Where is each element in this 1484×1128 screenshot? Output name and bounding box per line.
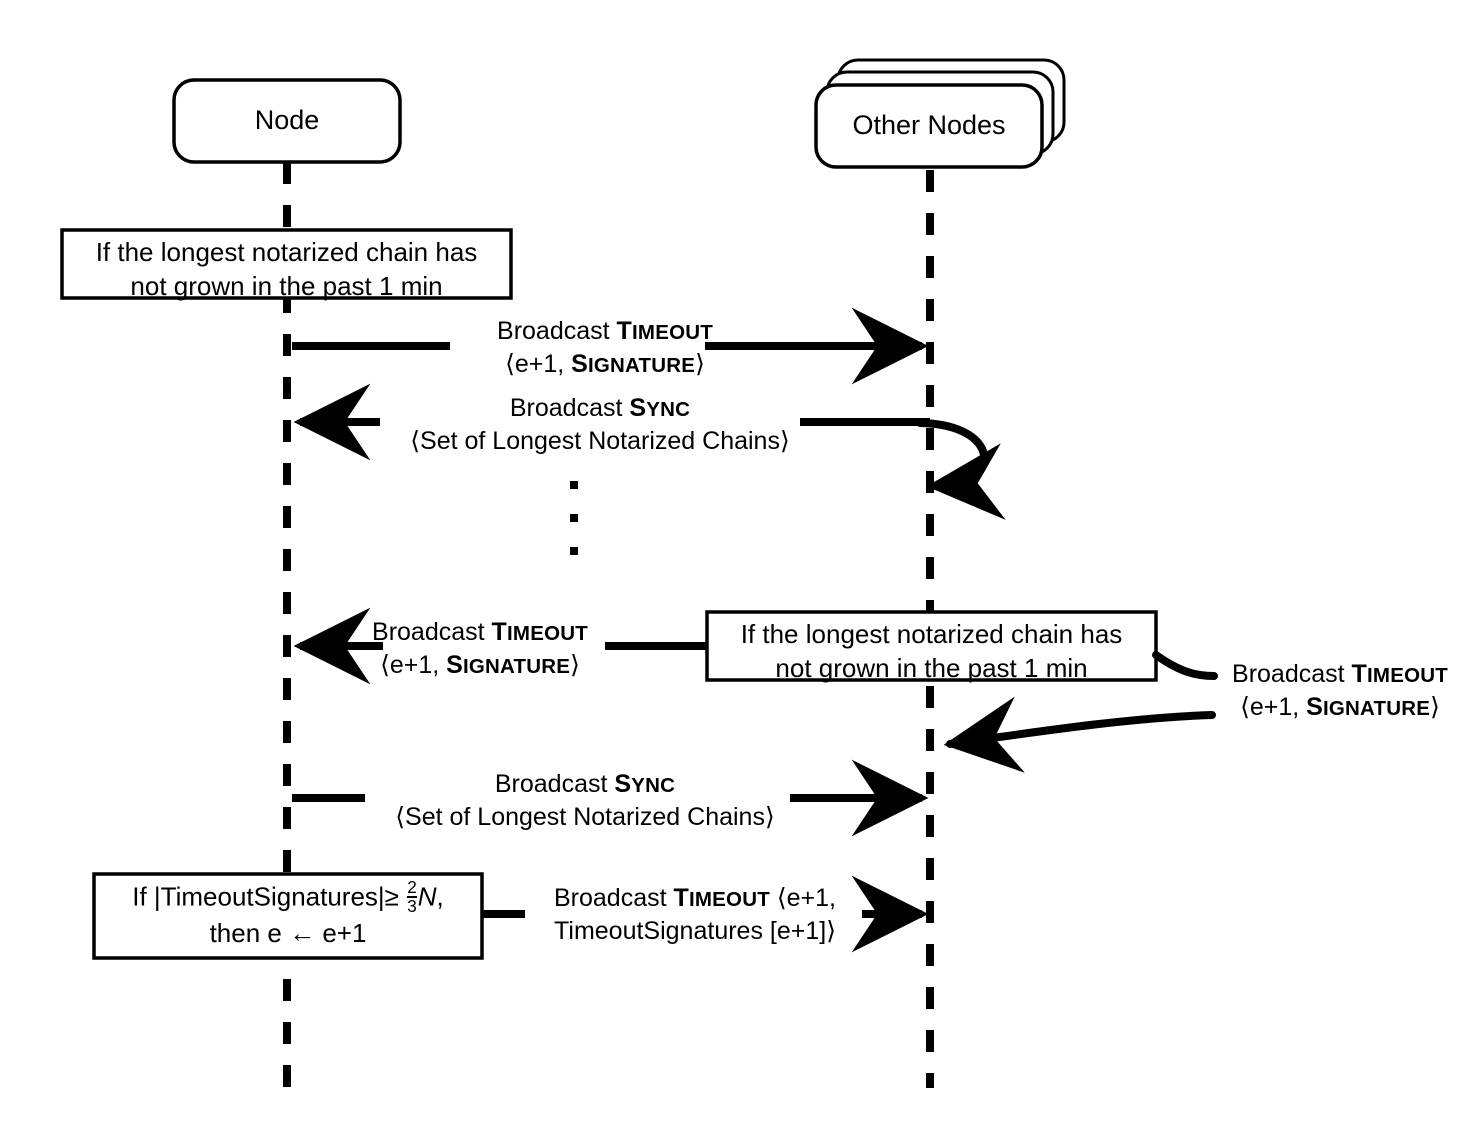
msg5-keyword: SYNC xyxy=(614,770,676,798)
msg3-keyword2: SIGNATURE xyxy=(446,650,571,679)
message-label-timeout-3-line1: Broadcast TIMEOUT xyxy=(1196,658,1484,691)
message-label-timeout-1-line1: Broadcast TIMEOUT xyxy=(455,315,755,348)
msg3-args-open: ⟨e+1, xyxy=(380,650,447,679)
message-label-sync-1: Broadcast SYNC ⟨Set of Longest Notarized… xyxy=(390,392,810,457)
msg2-prefix: Broadcast xyxy=(509,394,630,422)
lifeline-header-node[interactable] xyxy=(172,78,402,164)
msg5-prefix: Broadcast xyxy=(494,770,615,798)
msg3-keyword: TIMEOUT xyxy=(491,618,588,646)
msg6-keyword: TIMEOUT xyxy=(673,884,770,912)
msg1-keyword2: SIGNATURE xyxy=(571,349,696,378)
condition-box-other-line2: not grown in the past 1 min xyxy=(775,652,1088,683)
quorum-fraction-numerator: 2 xyxy=(407,876,417,897)
message-label-timeout-2: Broadcast TIMEOUT ⟨e+1, SIGNATURE⟩ xyxy=(330,616,630,681)
msg4-args-open: ⟨e+1, xyxy=(1240,692,1307,721)
message-label-timeout-4: Broadcast TIMEOUT ⟨e+1, TimeoutSignature… xyxy=(530,882,860,947)
message-label-timeout-4-line1: Broadcast TIMEOUT ⟨e+1, xyxy=(530,882,860,915)
message-label-timeout-4-line2: TimeoutSignatures [e+1]⟩ xyxy=(554,916,836,945)
condition-box-node-text: If the longest notarized chain has not g… xyxy=(62,236,511,304)
message-label-sync-2: Broadcast SYNC ⟨Set of Longest Notarized… xyxy=(375,768,795,833)
condition-box-node-line1: If the longest notarized chain has xyxy=(95,237,478,267)
quorum-fraction-denominator: 3 xyxy=(407,896,417,917)
lifeline-header-other-nodes[interactable] xyxy=(814,58,1066,169)
message-label-timeout-2-line1: Broadcast TIMEOUT xyxy=(330,616,630,649)
condition-box-other-text: If the longest notarized chain has not g… xyxy=(707,618,1156,686)
msg1-args-close: ⟩ xyxy=(695,349,705,378)
message-label-timeout-3: Broadcast TIMEOUT ⟨e+1, SIGNATURE⟩ xyxy=(1196,658,1484,723)
message-label-sync-2-line2: ⟨Set of Longest Notarized Chains⟩ xyxy=(395,802,775,831)
msg4-keyword: TIMEOUT xyxy=(1351,660,1448,688)
message-arrow-timeout-3-curved xyxy=(943,651,1218,773)
message-label-timeout-1-line2: ⟨e+1, SIGNATURE⟩ xyxy=(455,348,755,381)
condition-box-other-rect xyxy=(705,610,1158,682)
msg3-args-close: ⟩ xyxy=(570,650,580,679)
msg1-keyword: TIMEOUT xyxy=(616,317,713,345)
message-label-sync-1-line1: Broadcast SYNC xyxy=(390,392,810,425)
message-label-timeout-1: Broadcast TIMEOUT ⟨e+1, SIGNATURE⟩ xyxy=(455,315,755,380)
message-label-timeout-3-line2: ⟨e+1, SIGNATURE⟩ xyxy=(1196,691,1484,724)
quorum-prefix: If |TimeoutSignatures|≥ xyxy=(132,881,407,912)
condition-box-node-rect xyxy=(60,228,513,300)
msg6-args-open: ⟨e+1, xyxy=(769,884,836,912)
condition-box-quorum-line2: then e ← e+1 xyxy=(209,917,367,948)
msg1-args-open: ⟨e+1, xyxy=(505,349,572,378)
msg3-prefix: Broadcast xyxy=(372,618,492,646)
lifeline-header-label-other-nodes: Other Nodes xyxy=(852,110,1006,140)
self-loop-arrow-other-nodes xyxy=(916,419,1006,520)
vertical-ellipsis-dots xyxy=(570,481,578,555)
msg4-args-close: ⟩ xyxy=(1430,692,1440,721)
msg6-prefix: Broadcast xyxy=(554,884,674,912)
condition-box-quorum-rect xyxy=(92,872,484,960)
condition-box-node-line2: not grown in the past 1 min xyxy=(130,270,443,301)
message-label-timeout-2-line2: ⟨e+1, SIGNATURE⟩ xyxy=(330,649,630,682)
quorum-variable-n: N xyxy=(417,881,437,912)
msg4-keyword2: SIGNATURE xyxy=(1306,692,1431,721)
msg1-prefix: Broadcast xyxy=(497,317,617,345)
msg4-prefix: Broadcast xyxy=(1232,660,1352,688)
lifeline-header-label-node: Node xyxy=(254,105,320,135)
condition-box-other-line1: If the longest notarized chain has xyxy=(740,619,1123,649)
message-label-sync-1-line2: ⟨Set of Longest Notarized Chains⟩ xyxy=(410,426,790,455)
quorum-suffix: , xyxy=(436,881,444,912)
message-label-sync-2-line1: Broadcast SYNC xyxy=(375,768,795,801)
msg2-keyword: SYNC xyxy=(629,394,691,422)
